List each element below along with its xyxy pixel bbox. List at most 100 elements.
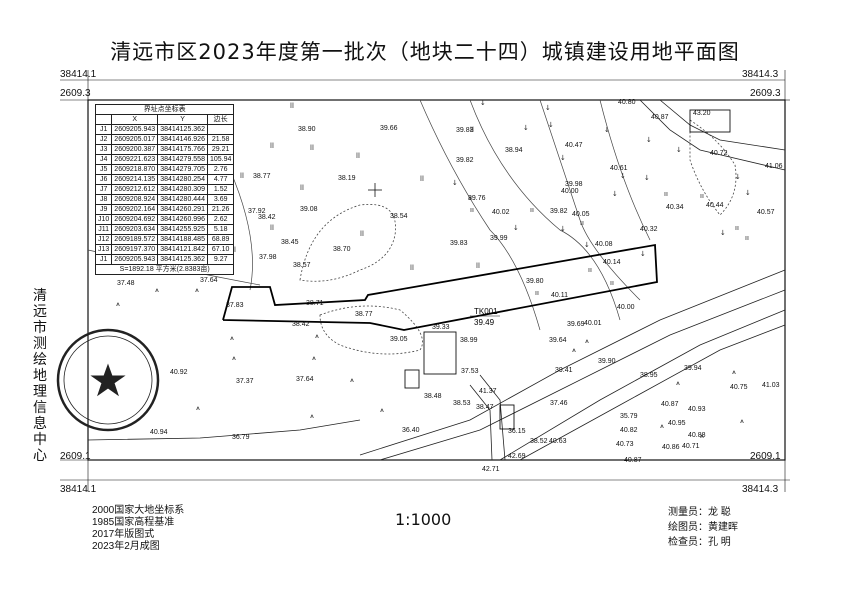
elevation-label: 40.86 [662, 444, 680, 451]
table-cell: 2609202.164 [111, 204, 159, 215]
terrain-symbol: ll [300, 184, 304, 192]
elevation-label: 39.33 [432, 324, 450, 331]
elevation-label: 40.87 [661, 401, 679, 408]
elevation-label: 38.77 [253, 173, 271, 180]
elevation-label: 40.61 [610, 165, 628, 172]
elevation-label: 39.90 [598, 358, 616, 365]
terrain-symbol: ↓ [720, 229, 726, 237]
elevation-label: 38.70 [333, 246, 351, 253]
coord-top-left: 38414.1 [60, 69, 97, 80]
map-info-block: 2000国家大地坐标系 1985国家高程基准 2017年版图式 2023年2月成… [92, 505, 184, 553]
table-header-cell: 边长 [206, 114, 235, 125]
surveyor-role: 测量员： [668, 507, 708, 518]
terrain-symbol: ıı [530, 206, 534, 214]
terrain-symbol: ⩚ [196, 404, 200, 412]
elevation-label: 38.99 [460, 337, 478, 344]
terrain-symbol: ↓ [735, 173, 741, 181]
terrain-symbol: ⩚ [676, 379, 680, 387]
terrain-symbol: ll [410, 264, 414, 272]
elevation-label: 42.69 [508, 453, 526, 460]
elevation-label: 41.06 [765, 163, 783, 170]
table-cell: 38414146.926 [157, 134, 208, 145]
table-cell: J4 [94, 154, 113, 165]
table-cell: 38414121.842 [157, 244, 208, 255]
terrain-symbol: ⩚ [350, 376, 354, 384]
control-point-name: TK001 [474, 307, 498, 316]
coordinate-system: 2000国家大地坐标系 [92, 505, 185, 516]
terrain-symbol: ↓ [620, 172, 626, 180]
elevation-label: 37.64 [296, 376, 314, 383]
elevation-label: 41.03 [762, 382, 780, 389]
table-cell: 38414260.291 [157, 204, 208, 215]
building [499, 404, 515, 430]
elevation-label: 40.92 [170, 369, 188, 376]
elevation-label: 39.76 [468, 195, 486, 202]
table-cell: J13 [94, 244, 113, 255]
elevation-label: 37.53 [461, 368, 479, 375]
table-cell: J5 [94, 164, 113, 175]
table-cell: 38414255.925 [157, 224, 208, 235]
elevation-label: 40.32 [640, 226, 658, 233]
elevation-label: 39.08 [300, 206, 318, 213]
terrain-symbol: ll [356, 152, 360, 160]
terrain-symbol: ↓ [644, 174, 650, 182]
table-cell: 2609205.943 [111, 254, 159, 265]
elevation-label: 40.80 [618, 99, 636, 106]
elevation-label: 40.01 [584, 320, 602, 327]
terrain-symbol: ıı [468, 194, 472, 202]
table-cell: 2609204.692 [111, 214, 159, 225]
table-cell: 105.94 [206, 154, 235, 165]
elevation-label: 38.42 [258, 214, 276, 221]
elevation-label: 40.00 [617, 304, 635, 311]
elevation-label: 39.99 [490, 235, 508, 242]
terrain-symbol: ↓ [452, 179, 458, 187]
coord-top-right: 38414.3 [742, 69, 779, 80]
terrain-symbol: ll [270, 224, 274, 232]
elevation-label: 40.71 [682, 443, 700, 450]
map-style: 2017年版图式 [92, 529, 155, 540]
elevation-label: 39.83 [450, 240, 468, 247]
elevation-label: 37.83 [226, 302, 244, 309]
terrain-symbol: ↓ [548, 121, 554, 129]
elevation-label: 38.71 [306, 300, 324, 307]
terrain-symbol: ⩚ [380, 406, 384, 414]
coord-left-top: 2609.3 [60, 88, 91, 99]
terrain-symbol: ↓ [646, 136, 652, 144]
table-cell: 2609221.623 [111, 154, 159, 165]
terrain-symbol: ıı [745, 234, 749, 242]
elevation-label: 40.94 [150, 429, 168, 436]
elevation-label: 39.94 [684, 365, 702, 372]
terrain-symbol: ll [420, 175, 424, 183]
elevation-label: 40.14 [603, 259, 621, 266]
terrain-symbol: ↓ [513, 224, 519, 232]
table-cell: 29.21 [206, 144, 235, 155]
coord-left-bottom: 2609.1 [60, 451, 91, 462]
table-cell: 2609203.634 [111, 224, 159, 235]
terrain-symbol: ⩚ [660, 422, 664, 430]
elevation-label: 39.82 [550, 208, 568, 215]
coord-bottom-right: 38414.3 [742, 484, 779, 495]
elevation-label: 38.94 [505, 147, 523, 154]
control-point-elev: 39.49 [474, 318, 495, 327]
elevation-label: 39.83 [456, 127, 474, 134]
elevation-label: 40.87 [651, 114, 669, 121]
terrain-symbol: ↓ [604, 126, 610, 134]
table-cell: 1.52 [206, 184, 235, 195]
elevation-label: 39.82 [456, 157, 474, 164]
elevation-label: 39.41 [555, 367, 573, 374]
table-cell: 2609197.370 [111, 244, 159, 255]
staff-block: 测量员：龙 聪 绘图员：黄建晖 检查员：孔 明 [668, 505, 738, 550]
elevation-label: 39.64 [549, 337, 567, 344]
table-cell: 38414280.309 [157, 184, 208, 195]
terrain-symbol: ⩚ [572, 346, 576, 354]
table-cell: 2609208.924 [111, 194, 159, 205]
elevation-label: 40.05 [572, 211, 590, 218]
terrain-symbol: ıı [610, 279, 614, 287]
table-cell: 2609218.870 [111, 164, 159, 175]
